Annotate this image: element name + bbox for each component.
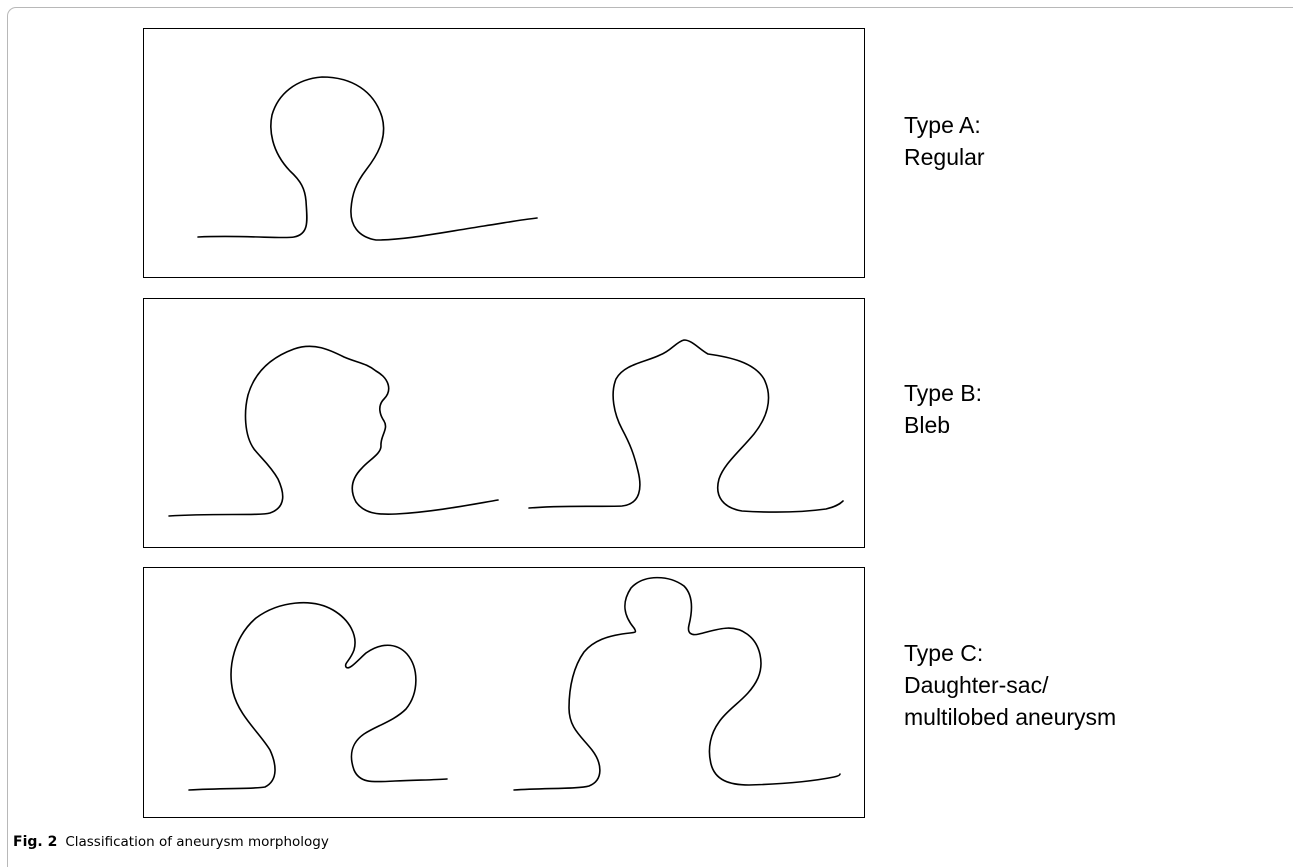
figure-caption: Fig. 2 Classification of aneurysm morphol… bbox=[13, 833, 329, 850]
type-c-title: Type C: bbox=[904, 640, 984, 666]
daughter-sac-aneurysm-outline bbox=[188, 601, 448, 791]
type-c-description-line-1: Daughter-sac/ bbox=[904, 672, 1049, 698]
regular-aneurysm-drawing bbox=[197, 76, 538, 241]
regular-aneurysm-outline bbox=[197, 76, 538, 241]
multilobed-aneurysm-outline bbox=[513, 576, 841, 791]
bleb-aneurysms-drawing bbox=[168, 339, 844, 517]
type-b-description: Bleb bbox=[904, 412, 951, 438]
bleb-aneurysm-side-bleb-outline bbox=[168, 345, 499, 517]
bleb-aneurysm-apical-bleb-outline bbox=[528, 339, 844, 513]
panel-type-c bbox=[143, 567, 865, 818]
figure-frame bbox=[7, 7, 1293, 867]
panel-type-b bbox=[143, 298, 865, 548]
type-a-title: Type A: bbox=[904, 112, 981, 138]
type-b-label: Type B: Bleb bbox=[904, 377, 982, 441]
type-c-label: Type C: Daughter-sac/ multilobed aneurys… bbox=[904, 637, 1116, 733]
type-b-title: Type B: bbox=[904, 380, 982, 406]
daughter-sac-aneurysms-drawing bbox=[188, 576, 841, 791]
type-c-description-line-2: multilobed aneurysm bbox=[904, 704, 1117, 730]
panel-type-a bbox=[143, 28, 865, 278]
figure-caption-text: Classification of aneurysm morphology bbox=[65, 834, 329, 850]
figure-number: Fig. 2 bbox=[13, 834, 58, 850]
type-a-label: Type A: Regular bbox=[904, 109, 985, 173]
type-a-description: Regular bbox=[904, 144, 985, 170]
